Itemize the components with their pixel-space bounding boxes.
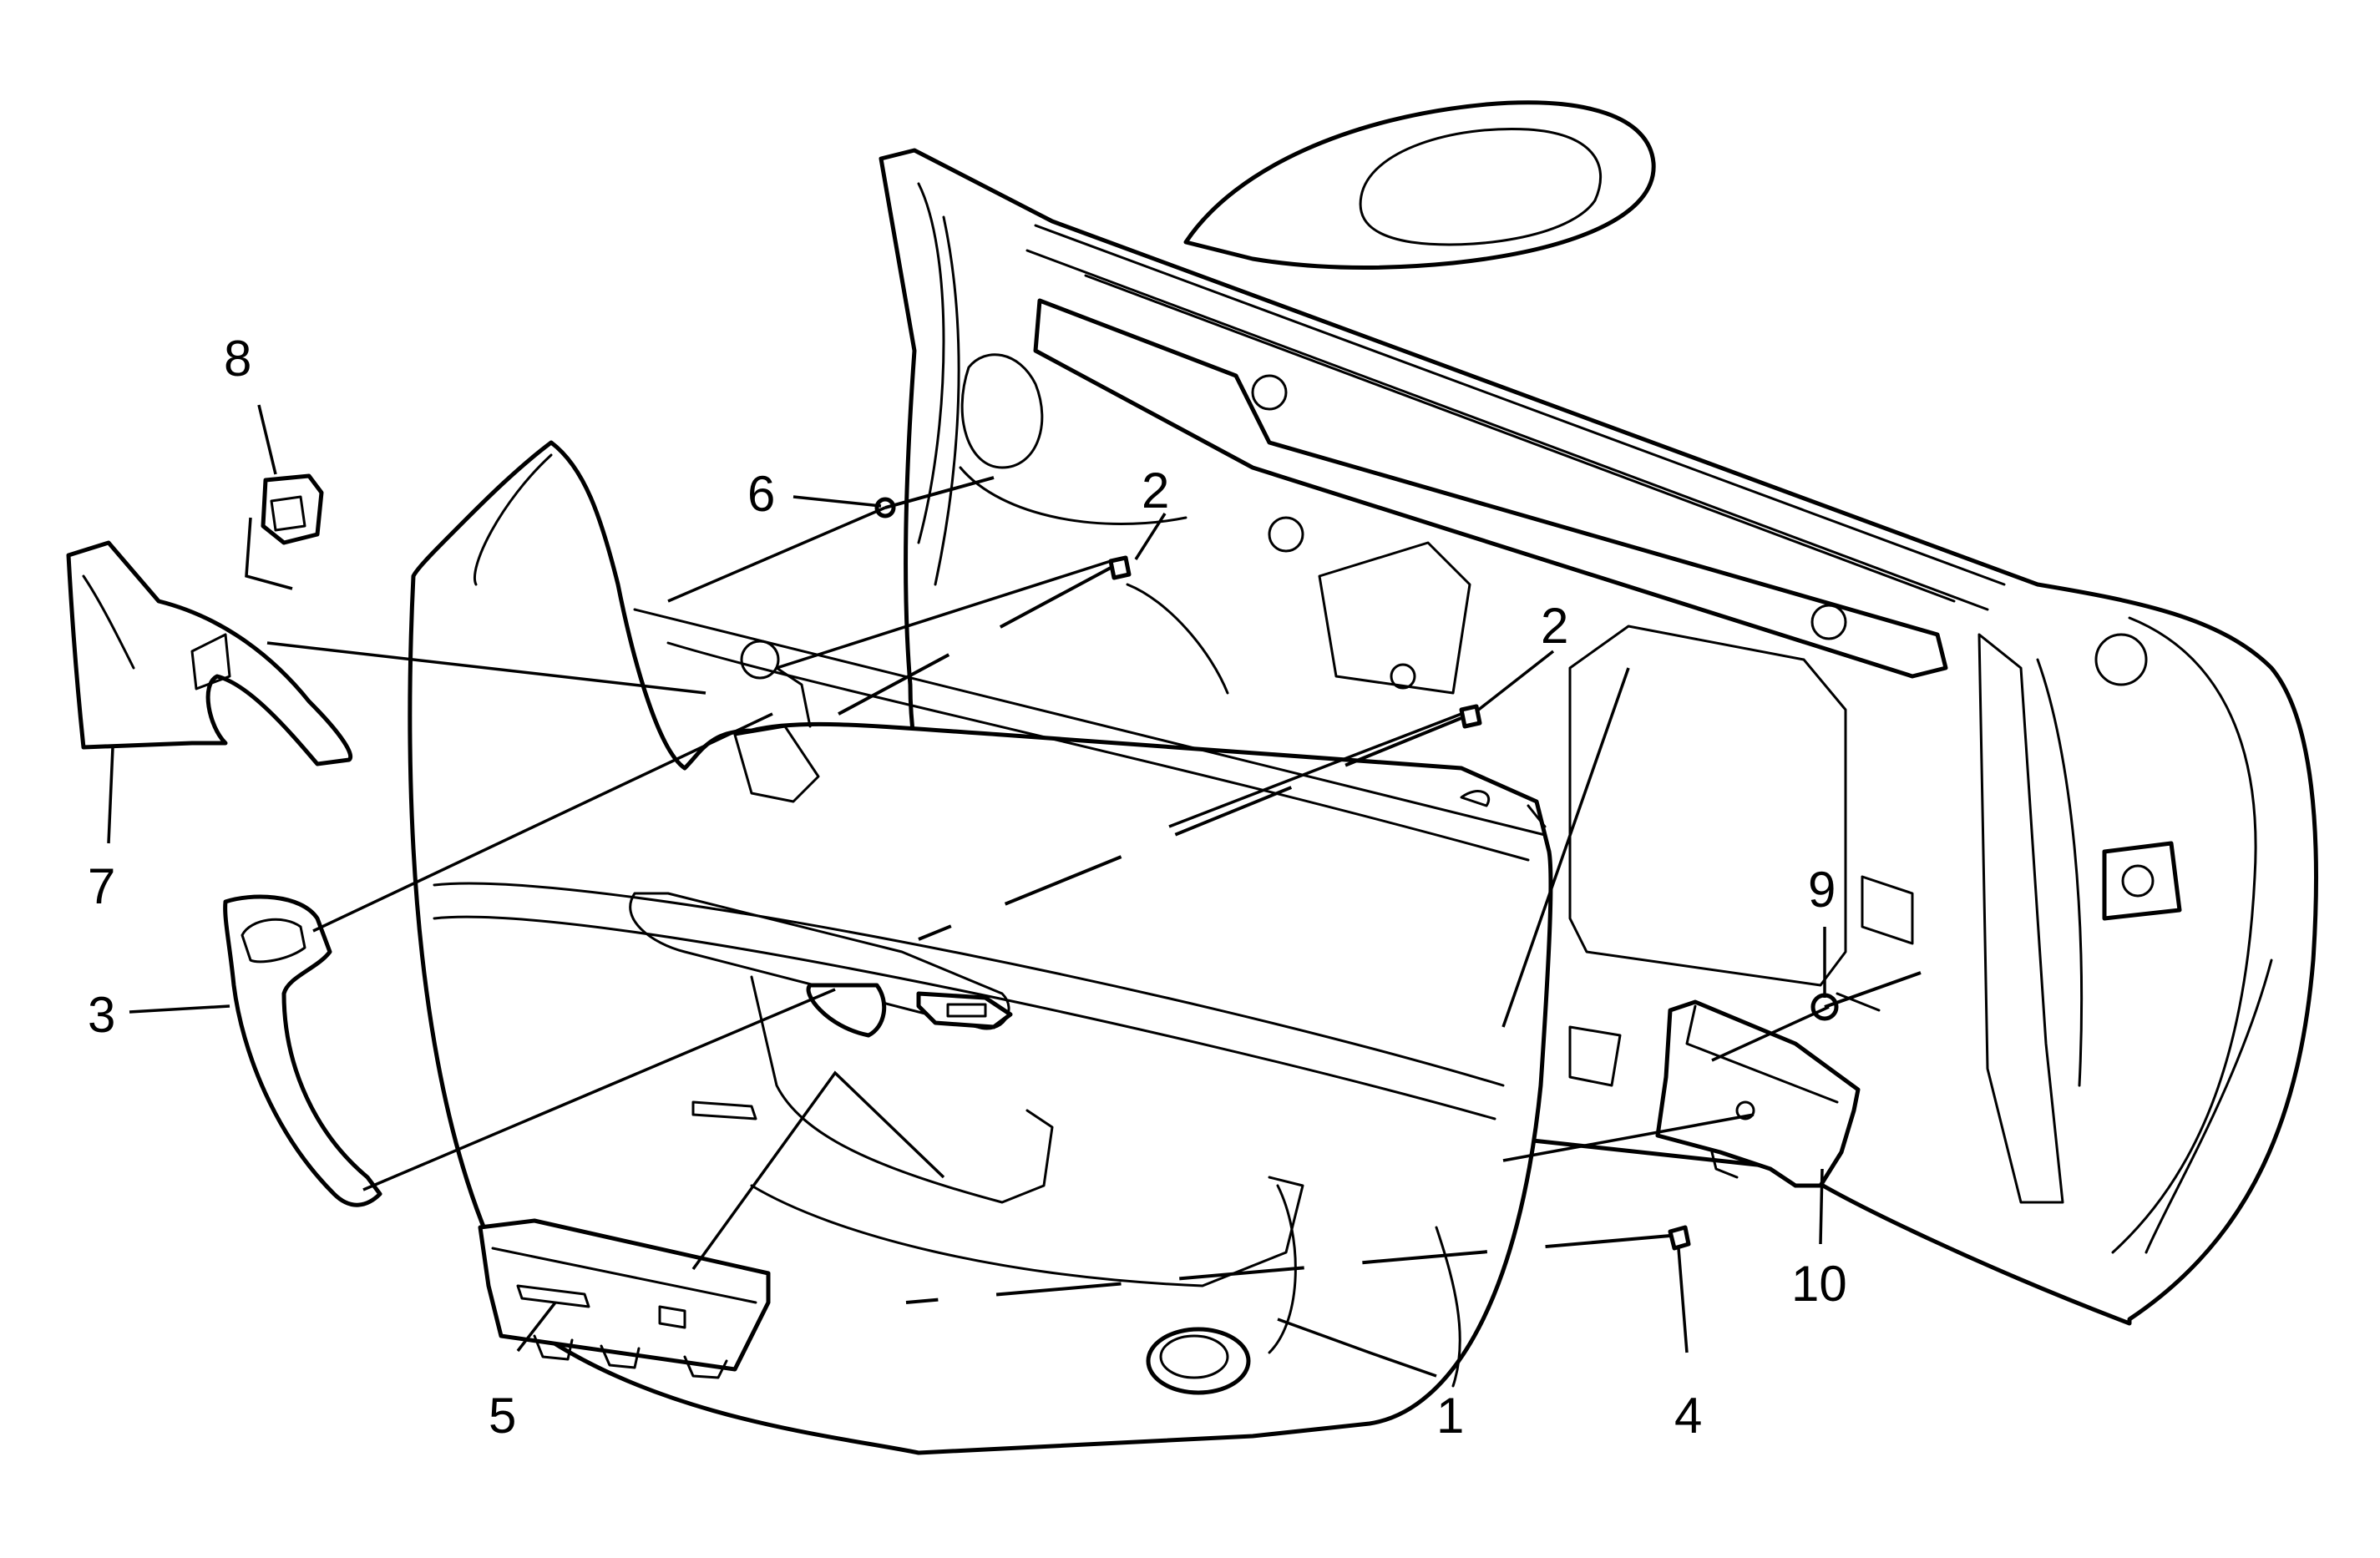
callout-6: 6 bbox=[747, 466, 775, 522]
fitment-lines bbox=[266, 506, 1830, 1271]
callout-7: 7 bbox=[88, 858, 115, 914]
callout-9: 9 bbox=[1808, 862, 1836, 918]
callout-3: 3 bbox=[88, 987, 115, 1043]
callout-10: 10 bbox=[1791, 1256, 1847, 1312]
storage-pocket bbox=[478, 1218, 771, 1379]
callout-2-upper: 2 bbox=[1142, 463, 1169, 518]
callout-4: 4 bbox=[1674, 1388, 1702, 1444]
fasteners bbox=[874, 497, 1839, 1251]
door-trim-panel bbox=[408, 440, 1553, 1455]
callout-1: 1 bbox=[1436, 1388, 1464, 1444]
speaker-opening bbox=[1568, 625, 1847, 987]
alignment-lines bbox=[830, 476, 1922, 1304]
window-switch-bezel bbox=[916, 991, 1013, 1029]
callout-8: 8 bbox=[224, 331, 251, 387]
screw-2-lower bbox=[1459, 704, 1482, 729]
front-trim-panel bbox=[66, 540, 353, 766]
switch-part bbox=[261, 473, 324, 545]
callout-2-lower: 2 bbox=[1541, 598, 1568, 654]
speaker-grille bbox=[1146, 1327, 1251, 1395]
callout-leaders bbox=[107, 404, 1826, 1378]
callout-labels: 1 2 2 3 4 5 6 7 8 9 10 bbox=[88, 331, 1847, 1444]
pull-handle-bracket bbox=[223, 894, 382, 1207]
pull-cup bbox=[806, 983, 887, 1038]
outside-mirror bbox=[1183, 100, 1656, 270]
callout-5: 5 bbox=[489, 1388, 516, 1444]
screw-2-upper bbox=[1108, 555, 1132, 580]
screw-4 bbox=[1668, 1225, 1691, 1251]
